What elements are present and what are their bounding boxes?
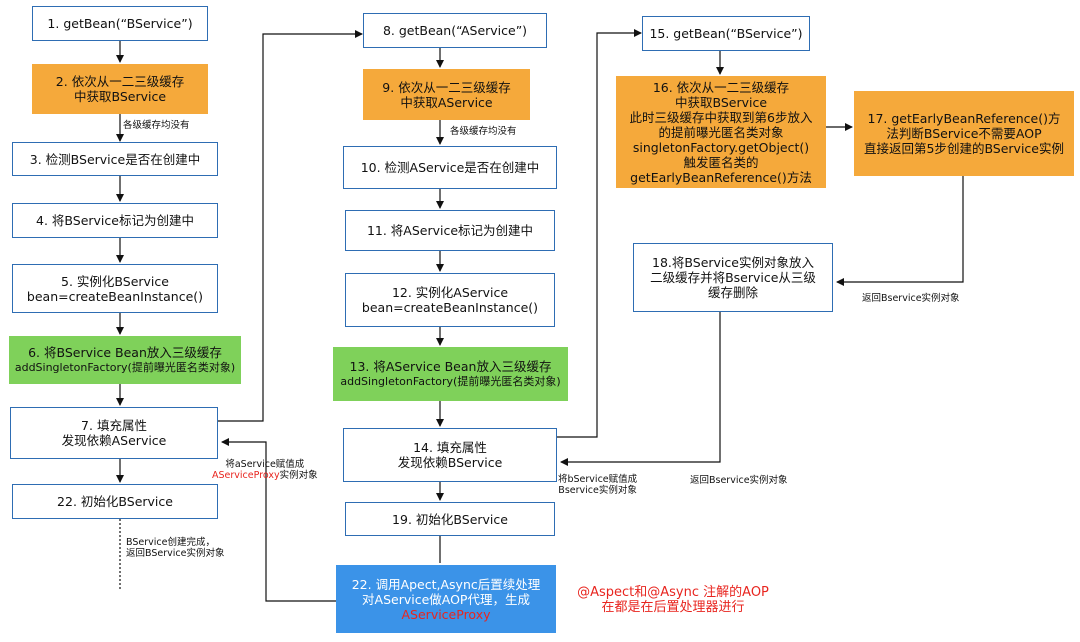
step-17-text-line2: 法判断BService不需要AOP: [886, 126, 1042, 141]
arrow-18-14: [560, 312, 721, 466]
step-12-box: 12. 实例化AService bean=createBeanInstance(…: [345, 273, 555, 327]
step-22-init-bservice-text: 22. 初始化BService: [57, 494, 173, 509]
step-7-text-line1: 7. 填充属性: [81, 418, 147, 433]
step-1-text: 1. getBean(“BService”): [47, 16, 193, 31]
step-2-box: 2. 依次从一二三级缓存 中获取BService: [32, 64, 208, 114]
note-bservice-created: BService创建完成， 返回BService实例对象: [126, 537, 225, 559]
step-12-text-line2: bean=createBeanInstance(): [361, 300, 539, 315]
step-7-box: 7. 填充属性 发现依赖AService: [10, 407, 218, 459]
step-11-text: 11. 将AService标记为创建中: [366, 223, 534, 238]
step-16-text-line2: 中获取BService: [674, 94, 768, 110]
step-22-init-bservice-box: 22. 初始化BService: [12, 484, 218, 519]
step-14-box: 14. 填充属性 发现依赖BService: [343, 428, 557, 482]
step-5-text-line2: bean=createBeanInstance(): [26, 288, 204, 304]
step-9-box: 9. 依次从一二三级缓存 中获取AService: [363, 69, 530, 120]
step-18-text-line1: 18.将BService实例对象放入: [652, 255, 814, 270]
step-18-box: 18.将BService实例对象放入 二级缓存并将Bservice从三级 缓存删…: [633, 243, 833, 312]
step-13-text-line2: addSingletonFactory(提前曝光匿名类对象): [340, 375, 561, 388]
step-12-text-line1: 12. 实例化AService: [391, 285, 509, 300]
step-22-aop-text-line1: 22. 调用Apect,Async后置续处理: [351, 576, 541, 592]
note-return-bservice-2: 返回Bservice实例对象: [690, 475, 788, 486]
step-4-box: 4. 将BService标记为创建中: [12, 203, 218, 238]
step-16-text-line4: 的提前曝光匿名类对象: [658, 124, 784, 140]
step-9-text-line2: 中获取AService: [400, 94, 493, 110]
step-7-text-line2: 发现依赖AService: [61, 433, 167, 448]
note-assign-aservice-proxy: 将aService赋值成 AServiceProxy实例对象: [212, 459, 318, 481]
step-16-text-line6: 触发匿名类的: [683, 154, 759, 170]
step-5-text-line1: 5. 实例化BService: [61, 273, 169, 289]
step-17-box: 17. getEarlyBeanReference()方 法判断BService…: [854, 91, 1074, 176]
step-19-text: 19. 初始化BService: [392, 511, 508, 527]
step-10-text: 10. 检测AService是否在创建中: [360, 160, 540, 175]
step-3-box: 3. 检测BService是否在创建中: [12, 142, 218, 176]
step-3-text: 3. 检测BService是否在创建中: [29, 151, 201, 167]
step-17-text-line3: 直接返回第5步创建的BService实例: [863, 141, 1064, 156]
step-8-text: 8. getBean(“AService”): [382, 23, 528, 38]
note-cache-empty-2: 各级缓存均没有: [450, 126, 517, 137]
step-16-text-line7: getEarlyBeanReference()方法: [630, 169, 812, 185]
step-16-text-line1: 16. 依次从一二三级缓存: [652, 79, 790, 95]
step-15-text: 15. getBean(“BService”): [649, 26, 803, 41]
step-11-box: 11. 将AService标记为创建中: [345, 210, 555, 251]
step-9-text-line1: 9. 依次从一二三级缓存: [382, 79, 511, 95]
note-assign-bservice: 将bService赋值成 Bservice实例对象: [558, 474, 638, 496]
step-4-text: 4. 将BService标记为创建中: [36, 213, 194, 228]
step-22-aop-box: 22. 调用Apect,Async后置续处理 对AService做AOP代理，生…: [336, 565, 556, 633]
note-cache-empty-1: 各级缓存均没有: [123, 120, 190, 131]
step-6-box: 6. 将BService Bean放入三级缓存 addSingletonFact…: [9, 336, 241, 384]
step-2-text-line1: 2. 依次从一二三级缓存: [55, 74, 185, 89]
step-16-text-line3: 此时三级缓存中获取到第6步放入: [629, 109, 813, 125]
step-15-box: 15. getBean(“BService”): [642, 16, 810, 51]
step-19-box: 19. 初始化BService: [345, 502, 555, 536]
step-14-text-line1: 14. 填充属性: [413, 440, 487, 455]
step-10-box: 10. 检测AService是否在创建中: [343, 146, 557, 189]
step-13-box: 13. 将AService Bean放入三级缓存 addSingletonFac…: [333, 347, 568, 401]
step-16-text-line5: singletonFactory.getObject(): [632, 139, 810, 155]
step-13-text-line1: 13. 将AService Bean放入三级缓存: [349, 359, 552, 374]
step-18-text-line2: 二级缓存并将Bservice从三级: [650, 270, 816, 285]
arrow-17-18: [836, 176, 964, 286]
step-16-box: 16. 依次从一二三级缓存 中获取BService 此时三级缓存中获取到第6步放…: [616, 76, 826, 188]
step-1-box: 1. getBean(“BService”): [32, 6, 208, 41]
step-6-text-line1: 6. 将BService Bean放入三级缓存: [28, 345, 222, 360]
step-6-text-line2: addSingletonFactory(提前曝光匿名类对象): [14, 361, 236, 374]
step-2-text-line2: 中获取BService: [73, 89, 167, 104]
step-8-box: 8. getBean(“AService”): [363, 13, 547, 48]
step-22-aop-text-line2: 对AService做AOP代理，生成: [362, 591, 530, 607]
arrow-7-8: [218, 30, 363, 422]
step-22-aop-text-line3: AServiceProxy: [401, 606, 491, 622]
arrow-14-15: [557, 29, 642, 438]
arrow-22-to-7: [221, 438, 342, 602]
step-5-box: 5. 实例化BService bean=createBeanInstance(): [12, 264, 218, 313]
step-14-text-line2: 发现依赖BService: [397, 455, 503, 470]
aop-annotation: @Aspect和@Async 注解的AOP 在都是在后置处理器进行: [577, 585, 769, 615]
step-17-text-line1: 17. getEarlyBeanReference()方: [867, 111, 1061, 126]
note-return-bservice-1: 返回Bservice实例对象: [862, 293, 960, 304]
step-18-text-line3: 缓存删除: [707, 285, 758, 300]
